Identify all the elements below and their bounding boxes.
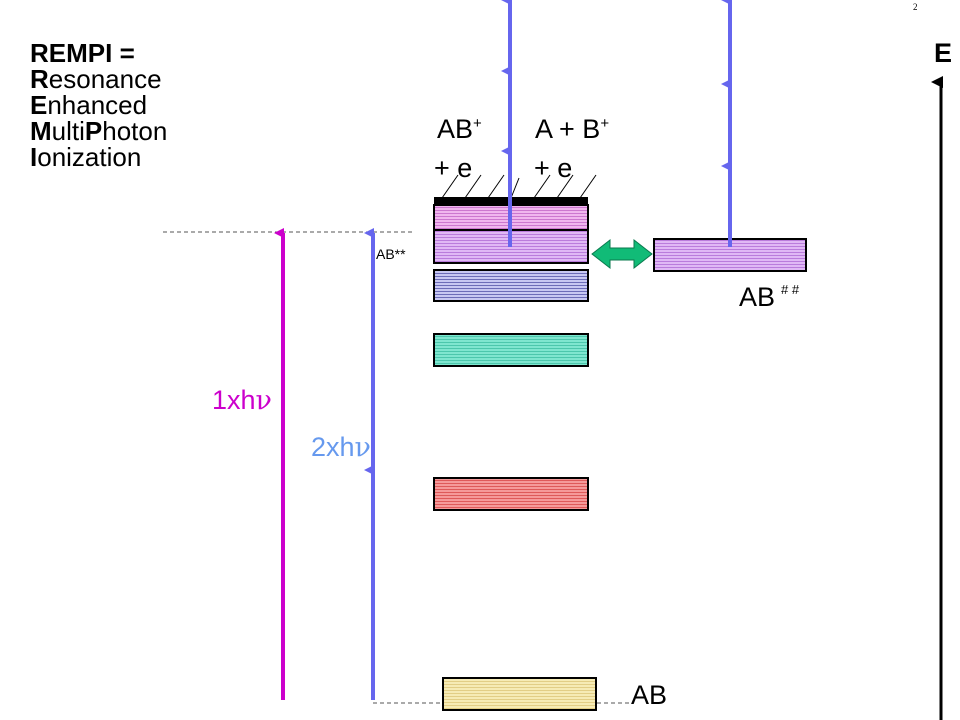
ab-ion-label: AB+ <box>437 116 482 143</box>
one-photon-prefix: 1xh <box>212 385 256 415</box>
ab-hash-main: AB <box>739 282 776 312</box>
ab-hash-label: AB # # <box>739 283 799 311</box>
two-photon-prefix: 2xh <box>311 432 355 462</box>
title-bold-m: M <box>30 116 52 146</box>
level-red <box>433 477 589 511</box>
title-rest-multi: ulti <box>51 116 85 146</box>
title-line-multiphoton: MultiPhoton <box>30 118 167 144</box>
title-bold-r: R <box>30 64 49 94</box>
title-rest-enhanced: nhanced <box>47 90 148 120</box>
title-line-enhanced: Enhanced <box>30 92 167 118</box>
continuum-hatch-ticks <box>441 174 597 199</box>
page-number: 2 <box>913 2 918 12</box>
fragment-label: A + B+ <box>535 116 609 143</box>
one-photon-label: 1xhν <box>212 385 272 416</box>
level-teal <box>433 333 589 367</box>
title-rest-photon: hoton <box>102 116 168 146</box>
nu-symbol-2: ν <box>354 432 371 463</box>
level-ground-ab <box>442 677 597 711</box>
ab-hash-sup: # # <box>781 282 800 297</box>
title-bold-e: E <box>30 90 48 120</box>
title-line-1: REMPI = <box>30 38 135 68</box>
nu-symbol: ν <box>255 385 272 416</box>
ab-ground-label: AB <box>631 680 668 710</box>
fragment-main: A + B <box>535 114 601 144</box>
ab-ion-electron: + e <box>434 153 473 183</box>
title-bold-p: P <box>84 116 103 146</box>
title-rest-ionization: onization <box>37 142 142 172</box>
energy-axis-label: E <box>934 38 953 68</box>
fragment-sup: + <box>600 115 610 132</box>
fragment-electron: + e <box>534 153 573 183</box>
coupling-double-arrow <box>591 238 653 270</box>
title-line-ionization: Ionization <box>30 144 167 170</box>
title-block: REMPI = Resonance Enhanced MultiPhoton I… <box>30 40 167 170</box>
ab-ion-sup: + <box>473 115 482 132</box>
two-photon-label: 2xhν <box>311 432 371 463</box>
level-navy <box>433 269 589 302</box>
title-bold-i: I <box>30 142 38 172</box>
ab-doublestar-label: AB** <box>376 246 406 262</box>
ab-ion-main: AB <box>437 114 474 144</box>
title-rest-resonance: esonance <box>48 64 162 94</box>
title-line-resonance: Resonance <box>30 66 167 92</box>
